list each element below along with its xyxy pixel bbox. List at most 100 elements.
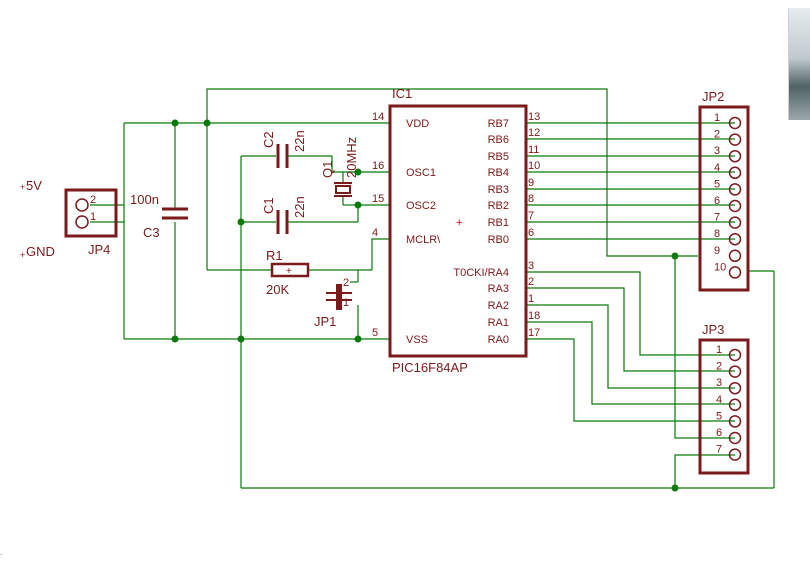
ic1-origin-cross: + — [456, 217, 462, 229]
ic1-pin-name-r11: RA1 — [488, 317, 509, 329]
q1-value: 20MHz — [344, 137, 359, 178]
jp2-pin-num-9: 9 — [714, 245, 720, 257]
crystal-q1: Q1 20MHz — [320, 137, 359, 197]
c1-label: C1 — [261, 197, 276, 214]
ic1-pin-name-3: MCLR\ — [406, 234, 441, 246]
wires — [90, 88, 775, 489]
c2-value: 22n — [292, 130, 307, 152]
jp3-pad-5 — [728, 415, 742, 428]
jp3-pad-7 — [728, 448, 742, 461]
jp2-pin-num-10: 10 — [714, 261, 726, 273]
jp3-pad-3 — [728, 381, 742, 395]
stray-mark: . — [0, 548, 2, 557]
ic1-pin-num-1: 16 — [372, 160, 384, 172]
ic1-pin-num-r12: 17 — [528, 327, 540, 339]
jp2-pin-num-2: 2 — [714, 129, 720, 141]
jp3-pin-num-7: 7 — [716, 444, 722, 456]
ic1-pin-num-r7: 6 — [528, 227, 534, 239]
jp2-pad-3 — [728, 149, 742, 163]
jp2-pad-10 — [728, 266, 742, 279]
thumbnail-image — [788, 8, 810, 120]
jp3-pad-6 — [728, 431, 742, 445]
vcc-label: 5V — [26, 178, 42, 193]
ic1-pin-name-r3: RB4 — [488, 167, 509, 179]
capacitor-c2: C2 22n — [261, 130, 307, 168]
ic1-pin-name-r1: RB6 — [488, 134, 509, 146]
ic1-pin-num-0: 14 — [372, 111, 384, 123]
jp1-pin-2: 2 — [343, 277, 349, 289]
ic1-pin-num-r9: 2 — [528, 276, 534, 288]
jp4-label: JP4 — [88, 242, 110, 257]
jp2-label: JP2 — [702, 89, 724, 104]
ic1-pin-name-r5: RB2 — [488, 200, 509, 212]
ic1-pin-num-r1: 12 — [528, 127, 540, 139]
ic1-pin-num-r8: 3 — [528, 260, 534, 272]
jp2-pin-num-7: 7 — [714, 212, 720, 224]
ic1-right-pins: RB713RB612RB511RB410RB39RB28RB17RB06T0CK… — [453, 111, 540, 346]
ic1-pin-num-r4: 9 — [528, 177, 534, 189]
jp4-header: 2 1 JP4 5V GND + + — [20, 178, 118, 260]
jp2-pad-5 — [728, 183, 742, 196]
jumper-jp1: 2 1 JP1 — [314, 277, 352, 329]
jp2-pad-6 — [728, 199, 742, 213]
ic1-pin-name-r6: RB1 — [488, 217, 509, 229]
gnd-mark: + — [20, 250, 25, 260]
jp2-pin-num-5: 5 — [714, 178, 720, 190]
jp3-pins: 1 2 3 4 5 6 7 — [716, 344, 742, 461]
jp2-pin-num-3: 3 — [714, 145, 720, 157]
jp3-pin-num-3: 3 — [716, 377, 722, 389]
junction-dots — [171, 119, 679, 492]
c3-value: 100n — [130, 192, 159, 207]
ic1-pin-name-r12: RA0 — [488, 334, 509, 346]
jp3-header: JP3 1 2 3 4 5 6 7 — [698, 322, 750, 475]
ic1-pin-name-4: VSS — [406, 334, 428, 346]
c1-value: 22n — [292, 196, 307, 218]
ic1-value: PIC16F84AP — [392, 360, 468, 375]
ic1-pin-num-r2: 11 — [528, 144, 539, 156]
jp3-pin-num-2: 2 — [716, 361, 722, 373]
ic1-pin-name-r8: T0CKI/RA4 — [453, 267, 509, 279]
ic1-pin-num-3: 4 — [372, 227, 378, 239]
ic1-pin-name-r10: RA2 — [488, 300, 509, 312]
ic1-pin-name-0: VDD — [406, 118, 429, 130]
ic1-pin-name-r7: RB0 — [488, 234, 509, 246]
ic1-pin-num-r0: 13 — [528, 111, 540, 123]
jp3-pin-num-6: 6 — [716, 427, 722, 439]
r1-value: 20K — [266, 282, 289, 297]
jp1-label: JP1 — [314, 314, 336, 329]
r1-label: R1 — [266, 248, 283, 263]
jp2-pin-num-8: 8 — [714, 228, 720, 240]
jp4-pin-1: 1 — [90, 211, 96, 223]
jp3-pad-1 — [728, 348, 742, 362]
ic1-pin-num-r5: 8 — [528, 193, 534, 205]
jp3-pad-2 — [728, 365, 742, 378]
ic1-pin-num-r3: 10 — [528, 160, 540, 172]
ic1: IC1 PIC16F84AP + VDD14OSC116OSC215MCLR\4… — [372, 86, 540, 375]
ic1-pin-num-2: 15 — [372, 193, 384, 205]
jp3-pin-num-5: 5 — [716, 410, 722, 422]
ic1-name: IC1 — [392, 86, 412, 101]
vcc-mark: + — [20, 182, 25, 192]
jp1-pin-1: 1 — [343, 297, 349, 309]
jp2-pad-7 — [728, 216, 742, 229]
ic1-pin-num-4: 5 — [372, 327, 378, 339]
jp2-pin-num-4: 4 — [714, 162, 720, 174]
jp2-pad-2 — [728, 133, 742, 146]
ic1-pin-name-2: OSC2 — [406, 200, 436, 212]
gnd-label: GND — [26, 244, 55, 259]
q1-label: Q1 — [320, 161, 335, 178]
jp3-label: JP3 — [702, 322, 724, 337]
jp2-pad-4 — [728, 166, 742, 180]
jp4-pin-2: 2 — [90, 194, 96, 206]
jp2-pin-num-1: 1 — [714, 112, 720, 124]
jp3-pin-num-1: 1 — [716, 344, 722, 356]
capacitor-c1: C1 22n — [261, 196, 307, 234]
jp2-pad-1 — [728, 116, 742, 130]
ic1-pin-name-r9: RA3 — [488, 283, 509, 295]
c2-label: C2 — [261, 131, 276, 148]
jp3-pin-num-4: 4 — [716, 394, 722, 406]
jp2-pad-8 — [728, 232, 742, 246]
